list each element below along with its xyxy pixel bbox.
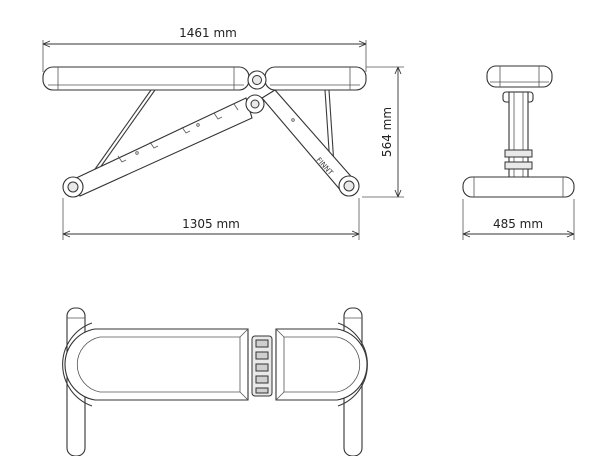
width-dimension: 485 mm [462, 199, 575, 240]
base-length-dimension: 1305 mm [62, 198, 360, 240]
rear-floor-wheel [338, 175, 360, 197]
overall-length-dimension: 1461 mm [42, 26, 367, 72]
seat-pad [42, 66, 250, 91]
top-view [62, 307, 368, 456]
height-label: 564 mm [380, 107, 394, 157]
mid-pivot-wheel [245, 94, 265, 114]
width-label: 485 mm [493, 217, 543, 231]
right-frame-arm: FINNT [261, 89, 357, 193]
base-length-label: 1305 mm [182, 217, 240, 231]
height-dimension: 564 mm [362, 66, 404, 198]
front-pad [486, 65, 553, 88]
side-view: 1461 mm [42, 26, 404, 240]
outer-frame-top [62, 322, 368, 407]
front-view: 485 mm [462, 65, 575, 240]
front-base-tube [462, 176, 575, 198]
left-frame-arm [71, 97, 253, 197]
hinge-wheel [247, 70, 267, 90]
seat-pad-top [64, 328, 249, 401]
front-floor-wheel [62, 176, 84, 198]
front-column [502, 91, 534, 179]
overall-length-label: 1461 mm [179, 26, 237, 40]
hinge-detail-top [251, 335, 273, 397]
back-pad-top [275, 328, 368, 401]
back-pad [264, 66, 367, 91]
